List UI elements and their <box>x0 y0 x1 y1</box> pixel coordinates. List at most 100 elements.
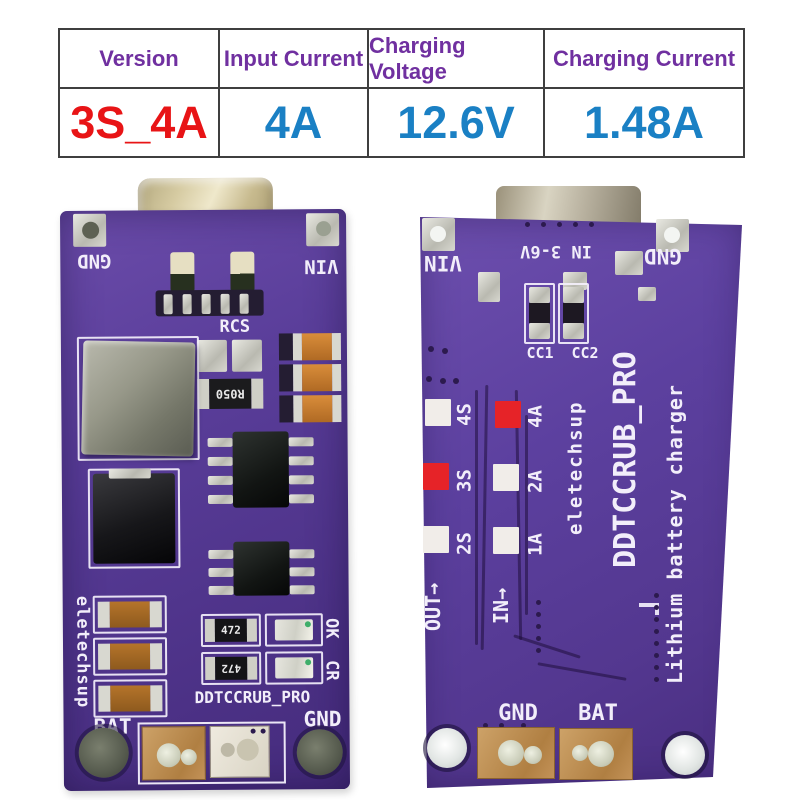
rcs-label: RCS <box>219 316 251 337</box>
capacitor <box>92 595 167 634</box>
resistor-marking: 472 <box>214 618 247 642</box>
current-label-4a: 4A <box>524 405 547 429</box>
spec-value-charging-current: 1.48A <box>583 96 705 148</box>
cc2-resistor <box>558 283 589 344</box>
ic-pin <box>207 456 233 466</box>
led-charge-label: CR <box>321 659 342 681</box>
series-pad-2s <box>423 526 449 553</box>
spec-header: Version <box>60 30 218 89</box>
solder-pad <box>196 339 228 373</box>
solder-pad <box>615 251 643 275</box>
usb-pin <box>201 293 211 315</box>
ic-pin <box>288 494 315 504</box>
brand-text: eletechsup <box>564 400 587 536</box>
capacitor <box>92 637 168 676</box>
current-pad-4a <box>495 401 521 428</box>
diode <box>92 473 176 564</box>
mounting-hole <box>430 226 446 242</box>
out-label: OUT→ <box>421 582 445 632</box>
vin-label-top: VIN <box>424 251 462 276</box>
spec-value-input-current: 4A <box>264 96 323 148</box>
sense-resistor: R050 <box>197 378 264 410</box>
spec-value-charging-voltage: 12.6V <box>397 96 515 148</box>
cc1-resistor <box>524 283 555 344</box>
pcb-front-view: GND VIN RCS R050 <box>59 177 351 791</box>
series-pad-3s <box>423 463 449 490</box>
ic-pin <box>289 567 315 577</box>
model-label: DDTCCRUB_PRO <box>194 687 311 708</box>
spec-table: Version 3S_4A Input Current 4A Charging … <box>58 28 745 158</box>
sense-resistor-marking: R050 <box>209 378 252 409</box>
gnd-terminal-pad <box>477 727 555 779</box>
gnd-label-bottom: GND <box>498 701 538 726</box>
ic-pin <box>208 585 234 595</box>
bat-label-bottom: BAT <box>578 701 618 726</box>
spec-header: Charging Voltage <box>369 30 543 89</box>
spec-header: Charging Current <box>545 30 743 89</box>
current-label-2a: 2A <box>524 470 547 494</box>
pcb-back-view: VIN IN 3-6V GND CC1 CC2 <box>417 186 747 790</box>
mounting-hole <box>316 221 332 237</box>
led-ok-label: OK <box>321 617 342 639</box>
input-range-label: IN 3-6V <box>520 241 592 262</box>
ic-pin <box>207 437 233 447</box>
series-label-3s: 3S <box>453 469 476 493</box>
ic-pin <box>207 494 234 504</box>
product-name-text: Lithium battery charger <box>663 384 687 685</box>
bat-terminal-pad <box>559 728 633 780</box>
solder-pad <box>563 272 587 290</box>
resistor-marking: 472 <box>215 656 248 680</box>
ic-pin <box>288 475 314 485</box>
led-ok <box>264 613 324 647</box>
model-text: DDTCCRUB_PRO <box>608 351 643 569</box>
usb-c-connector-back <box>496 186 641 226</box>
led-charge <box>265 651 324 685</box>
charger-ic <box>232 431 290 508</box>
mounting-hole <box>427 728 467 768</box>
gnd-label-top: GND <box>77 250 112 273</box>
ic-pin <box>208 549 234 559</box>
usb-connector-leg <box>170 252 195 293</box>
diode-tab <box>108 468 151 479</box>
mounting-hole <box>82 221 100 239</box>
mounting-hole <box>665 735 705 775</box>
control-ic <box>233 541 290 596</box>
ic-pin <box>288 437 314 447</box>
series-pad-4s <box>425 399 451 426</box>
inductor <box>81 340 196 457</box>
brand-text: eletechsup <box>72 595 93 709</box>
ic-pin <box>208 567 234 577</box>
gnd-terminal-pad <box>209 725 270 778</box>
usb-pin <box>163 294 173 315</box>
vin-label-top: VIN <box>304 255 339 278</box>
mounting-hole <box>296 729 343 776</box>
solder-pad <box>478 272 500 302</box>
capacitor <box>93 679 168 718</box>
usb-pin <box>239 293 249 314</box>
capacitor <box>279 364 342 392</box>
current-pad-2a <box>493 464 519 491</box>
resistor-472: 472 <box>201 651 262 686</box>
usb-pin <box>220 293 230 314</box>
cc1-label: CC1 <box>526 343 554 362</box>
bat-terminal-pad <box>141 726 206 781</box>
current-label-1a: 1A <box>524 533 547 557</box>
series-label-2s: 2S <box>453 532 476 556</box>
series-label-4s: 4S <box>453 403 476 427</box>
mounting-hole <box>78 727 129 778</box>
gnd-label-bottom: GND <box>303 706 342 731</box>
ic-pin <box>289 585 315 595</box>
ic-pin <box>288 456 314 466</box>
spec-column-charging-current: Charging Current 1.48A <box>545 30 743 156</box>
spec-column-input-current: Input Current 4A <box>220 30 369 156</box>
current-pad-1a <box>493 527 519 554</box>
mounting-hole <box>664 227 680 243</box>
cc2-label: CC2 <box>571 343 599 362</box>
in-label: IN→ <box>489 587 513 625</box>
ic-pin <box>289 549 315 559</box>
solder-pad <box>231 339 263 372</box>
spec-column-charging-voltage: Charging Voltage 12.6V <box>369 30 545 156</box>
ic-pin <box>207 475 233 485</box>
capacitor <box>278 333 342 361</box>
spec-column-version: Version 3S_4A <box>60 30 220 156</box>
